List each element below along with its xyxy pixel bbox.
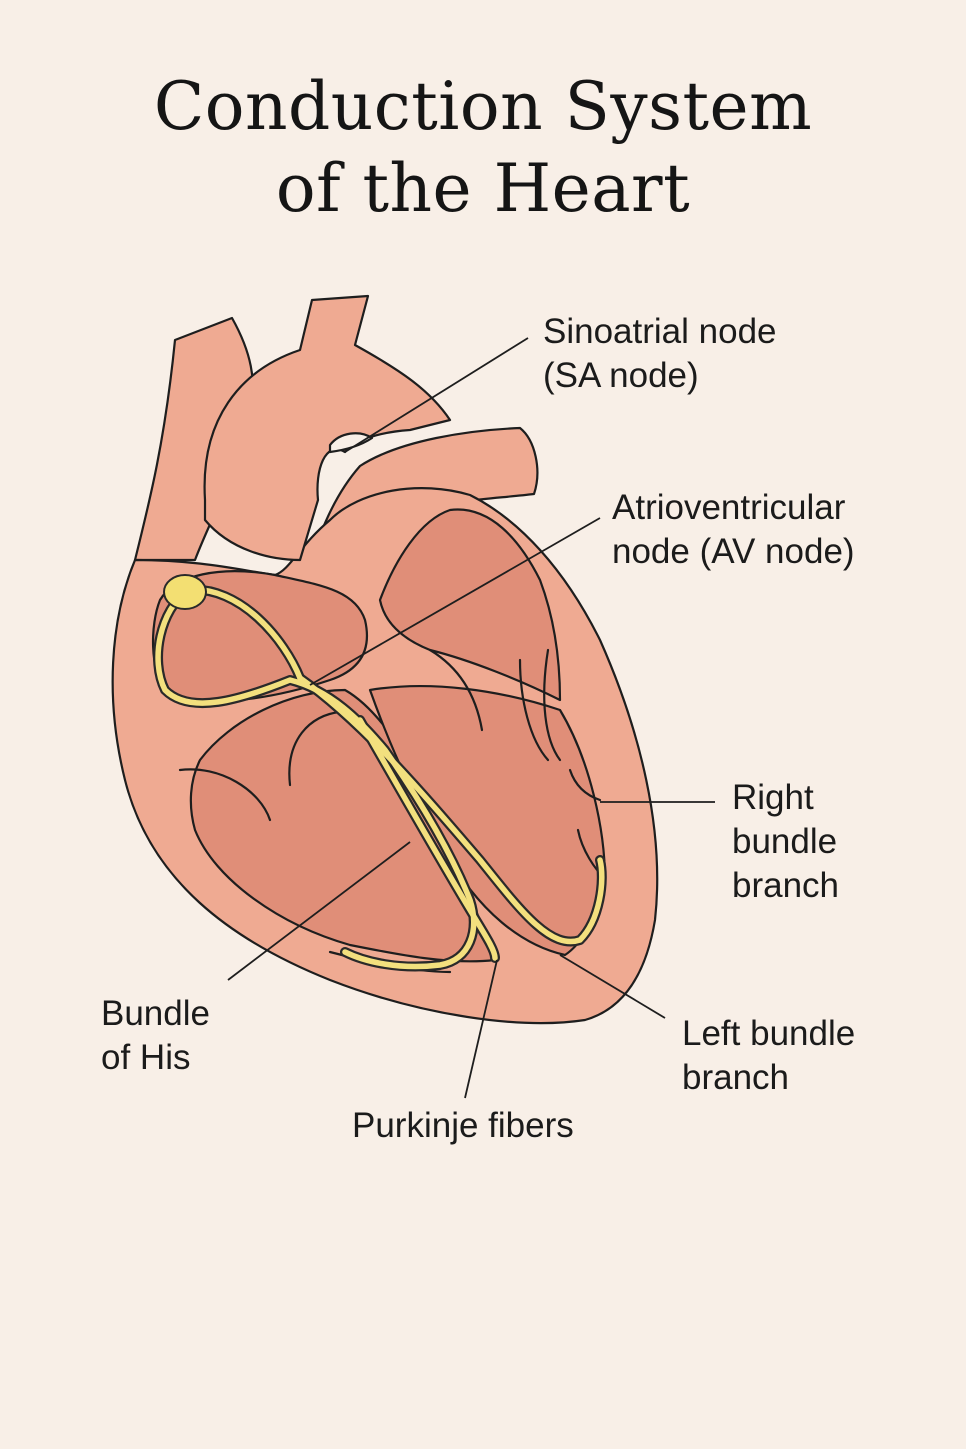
aortic-arch xyxy=(203,294,452,562)
diagram-title: Conduction System of the Heart xyxy=(0,66,966,230)
av-node-leader xyxy=(309,517,601,686)
papillary-curve-4 xyxy=(518,658,550,762)
label-right-bundle-line-2: bundle xyxy=(732,822,838,861)
label-purkinje-line-1: Purkinje fibers xyxy=(352,1106,574,1145)
papillary-curve-1 xyxy=(288,710,342,787)
papillary-curve-2 xyxy=(178,768,272,822)
label-purkinje-fibers: Purkinje fibers xyxy=(352,1104,574,1148)
label-left-bundle-line-2: branch xyxy=(682,1058,790,1097)
papillary-curve-5 xyxy=(543,648,562,762)
label-av-node-line-1: Atrioventricular xyxy=(612,488,846,527)
title-line-2: of the Heart xyxy=(275,150,691,227)
label-bundle-his-line-1: Bundle xyxy=(101,994,210,1033)
label-sa-node: Sinoatrial node (SA node) xyxy=(543,310,777,398)
purkinje-path xyxy=(357,717,498,961)
label-left-bundle-branch: Left bundle branch xyxy=(682,1012,855,1100)
bundle-his-leader xyxy=(227,841,411,981)
label-sa-node-line-1: Sinoatrial node xyxy=(543,312,777,351)
title-line-1: Conduction System xyxy=(153,68,813,145)
papillary-curve-3 xyxy=(428,648,484,732)
label-right-bundle-line-1: Right xyxy=(732,778,814,817)
label-bundle-of-his: Bundle of His xyxy=(101,992,210,1080)
conduction-system xyxy=(153,574,607,972)
label-right-bundle-line-3: branch xyxy=(732,866,840,905)
label-right-bundle-branch: Right bundle branch xyxy=(732,776,839,908)
label-av-node: Atrioventricular node (AV node) xyxy=(612,486,855,574)
sa-node-leader xyxy=(344,337,529,453)
label-av-node-line-2: node (AV node) xyxy=(612,532,855,571)
label-sa-node-line-2: (SA node) xyxy=(543,356,699,395)
aortic-notch xyxy=(328,432,374,454)
papillary-curve-6 xyxy=(568,768,602,802)
sa-node-shape xyxy=(163,574,207,610)
purkinje-leader xyxy=(464,959,498,1099)
left-bundle-leader xyxy=(559,954,666,1019)
label-left-bundle-line-1: Left bundle xyxy=(682,1014,856,1053)
label-bundle-his-line-2: of His xyxy=(101,1038,191,1077)
